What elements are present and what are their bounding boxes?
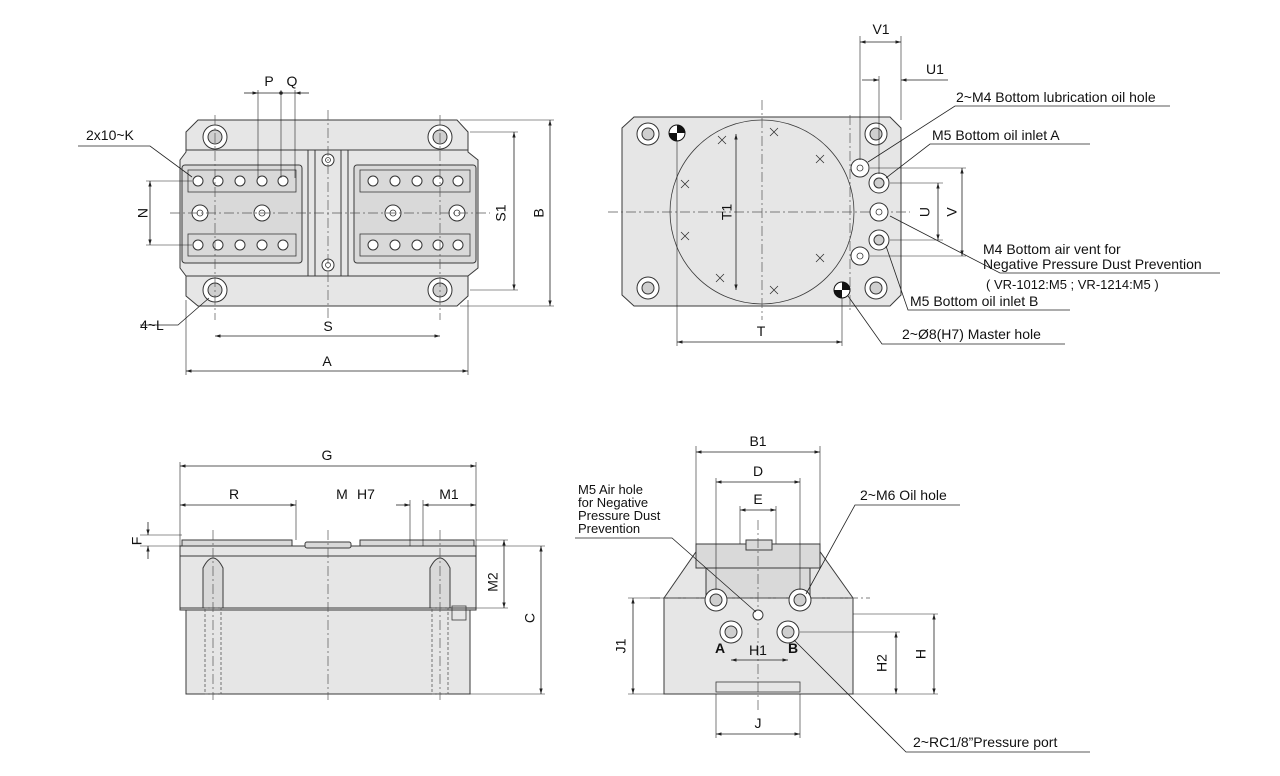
callout-master-hole: 2~Ø8(H7) Master hole <box>902 326 1041 342</box>
dim-a-label: A <box>322 353 332 369</box>
dim-d-label: D <box>753 463 763 479</box>
callout-oil-inlet-a: M5 Bottom oil inlet A <box>932 127 1060 143</box>
dim-h7-label: H7 <box>357 486 375 502</box>
dim-j-label: J <box>755 715 762 731</box>
dim-g-label: G <box>322 447 333 463</box>
callout-holes-k: 2x10~K <box>86 127 135 143</box>
bottom-left-view: G R M H7 M1 F M2 C <box>129 447 545 700</box>
dim-s-label: S <box>323 318 332 334</box>
dim-b-label: B <box>531 208 547 217</box>
dim-u-label: U <box>917 207 933 217</box>
dim-b1-label: B1 <box>749 433 766 449</box>
callout-air-vent-line2: Negative Pressure Dust Prevention <box>983 256 1202 272</box>
dim-m1-label: M1 <box>439 486 459 502</box>
dim-p-label: P <box>264 73 273 89</box>
dim-h1-label: H1 <box>749 642 767 658</box>
dim-u1-label: U1 <box>926 61 944 77</box>
callout-oil-inlet-b: M5 Bottom oil inlet B <box>910 293 1038 309</box>
top-left-view: P Q N S1 B S A 2x10~K 4~L <box>78 73 554 375</box>
top-right-view: V1 U1 T1 U V T 2~M4 Bottom lubrication o… <box>608 21 1220 346</box>
callout-air-vent-line1: M4 Bottom air vent for <box>983 241 1121 257</box>
dim-r-label: R <box>229 486 239 502</box>
dim-c-label: C <box>522 613 538 623</box>
dim-m-label: M <box>336 486 348 502</box>
callout-lubrication-hole: 2~M4 Bottom lubrication oil hole <box>956 89 1156 105</box>
dim-t-label: T <box>757 323 766 339</box>
dim-q-label: Q <box>287 73 298 89</box>
dim-t1-label: T1 <box>719 204 735 221</box>
mounting-x-marks <box>680 127 825 295</box>
callout-air-hole-line4: Prevention <box>578 521 640 536</box>
dim-n-label: N <box>135 208 151 218</box>
dim-v1-label: V1 <box>872 21 889 37</box>
small-holes <box>192 175 464 251</box>
callout-pressure-port: 2~RC1/8”Pressure port <box>913 734 1057 750</box>
dim-h-label: H <box>913 649 929 659</box>
dim-e-label: E <box>753 491 762 507</box>
callout-air-hole-line1: M5 Air hole <box>578 482 643 497</box>
dim-s1-label: S1 <box>493 204 509 221</box>
callout-air-hole-line3: Pressure Dust <box>578 508 661 523</box>
dim-f-label: F <box>129 537 145 546</box>
dim-h2-label: H2 <box>874 654 890 672</box>
callout-holes-l: 4~L <box>140 317 164 333</box>
dim-m2-label: M2 <box>485 572 501 592</box>
dim-j1-label: J1 <box>613 638 629 653</box>
dim-v-label: V <box>944 207 960 217</box>
callout-oil-hole: 2~M6 Oil hole <box>860 487 947 503</box>
bottom-right-view: B1 D E J1 H1 H2 H J A B M5 Air hole for … <box>575 433 1090 753</box>
port-b-label: B <box>788 640 798 656</box>
callout-air-vent-line3: ( VR-1012:M5 ; VR-1214:M5 ) <box>986 277 1159 292</box>
callout-air-hole-line2: for Negative <box>578 495 648 510</box>
port-a-label: A <box>715 640 725 656</box>
